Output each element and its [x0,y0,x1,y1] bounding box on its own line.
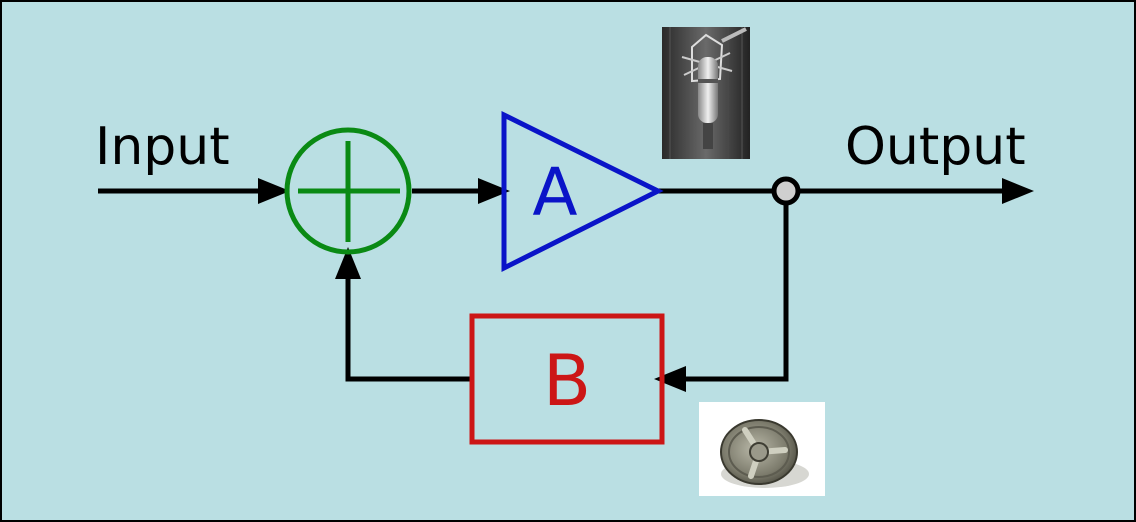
output-arrowhead [1002,178,1034,204]
speaker-icon [699,402,825,496]
summing-junction [284,127,412,255]
input-arrowhead [258,178,290,204]
output-junction-dot [771,176,801,206]
feedback-arrowhead [654,366,686,392]
amplifier-label: A [532,154,577,231]
output-label: Output [845,117,1026,177]
feedback-block [469,313,665,445]
feedback-wire-out [682,191,789,382]
microphone-icon [662,27,750,159]
summer-bottom-arrowhead [335,247,361,279]
amp-input-arrowhead [478,178,510,204]
amplifier-block [501,110,664,273]
feedback-wire-return [345,274,472,382]
feedback-label: B [543,340,591,422]
input-label: Input [95,117,230,177]
